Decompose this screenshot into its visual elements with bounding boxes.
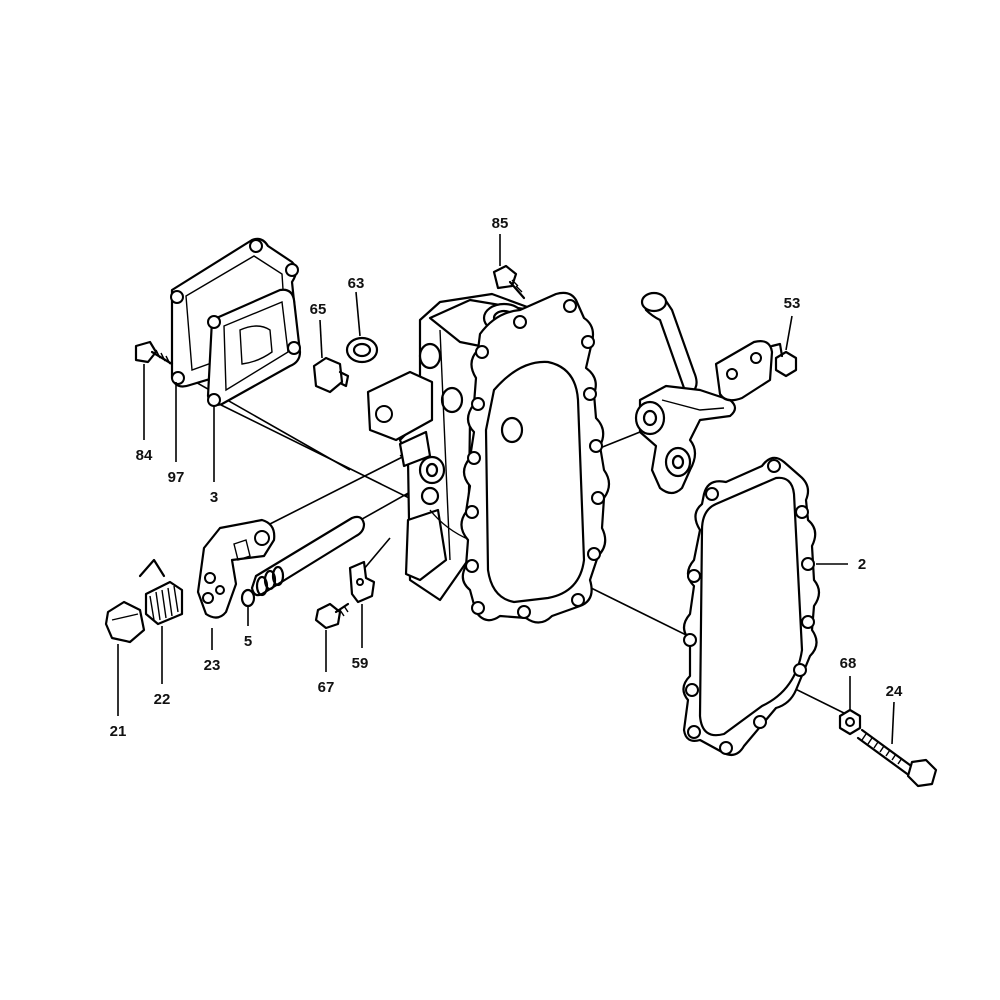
washer-63 xyxy=(345,336,379,364)
callout-21: 21 xyxy=(110,723,127,740)
spring-22 xyxy=(138,558,184,626)
callout-68: 68 xyxy=(840,655,857,672)
callout-2: 2 xyxy=(858,556,866,573)
shaft-with-rings xyxy=(240,515,366,608)
clip-59 xyxy=(348,560,376,604)
lever-assembly xyxy=(634,291,737,495)
bolt-84 xyxy=(134,340,174,366)
callout-3: 3 xyxy=(210,489,218,506)
bracket-plate-53 xyxy=(714,340,798,402)
callout-67: 67 xyxy=(318,679,335,696)
callout-84: 84 xyxy=(136,447,153,464)
callout-59: 59 xyxy=(352,655,369,672)
gasket-3 xyxy=(206,288,302,407)
governor-housing xyxy=(366,291,611,624)
callout-22: 22 xyxy=(154,691,171,708)
callout-leaders xyxy=(117,234,895,745)
callout-85: 85 xyxy=(492,215,509,232)
callout-labels: 85 63 65 53 84 97 3 2 23 5 59 67 68 24 2… xyxy=(110,215,903,740)
bolt-85 xyxy=(492,264,526,300)
callout-97: 97 xyxy=(168,469,185,486)
plug-21 xyxy=(104,600,146,644)
lever-plate-23 xyxy=(196,518,276,619)
callout-24: 24 xyxy=(886,683,903,700)
callout-65: 65 xyxy=(310,301,327,318)
bolt-24 xyxy=(856,728,938,788)
plug-65 xyxy=(312,356,350,394)
callout-5: 5 xyxy=(244,633,252,650)
nut-68 xyxy=(838,708,862,736)
callout-63: 63 xyxy=(348,275,365,292)
side-gasket-2 xyxy=(682,456,821,757)
callout-23: 23 xyxy=(204,657,221,674)
bolt-67 xyxy=(314,602,350,630)
callout-53: 53 xyxy=(784,295,801,312)
